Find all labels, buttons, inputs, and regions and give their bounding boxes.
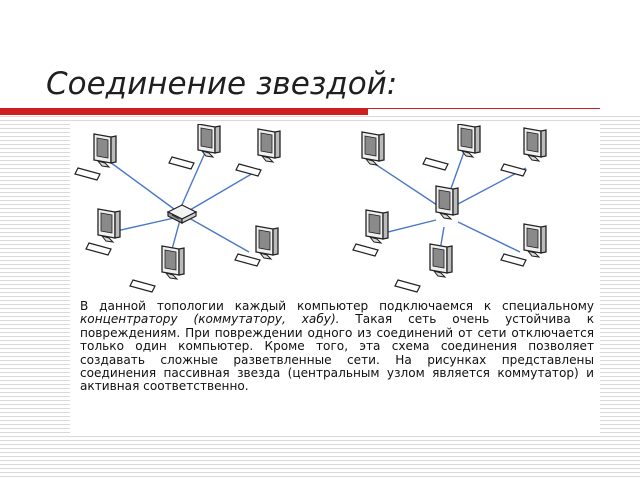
computer-icon (500, 127, 547, 177)
hub-icon (166, 204, 198, 224)
description-text-start: В данной топологии каждый компьютер подк… (80, 299, 594, 313)
link-top-left (371, 161, 438, 206)
computer-icon (352, 209, 389, 257)
link-bottom-left (111, 217, 175, 233)
link-top-left (109, 161, 175, 210)
description-paragraph: В данной топологии каждый компьютер подк… (80, 299, 594, 394)
content-panel: В данной топологии каждый компьютер подк… (70, 124, 600, 434)
computer-icon (422, 124, 481, 171)
computer-icon (435, 185, 459, 220)
computer-icon (361, 131, 385, 166)
computer-icon (85, 208, 121, 256)
passive-star-links (109, 145, 261, 265)
computer-icon (500, 223, 547, 267)
slide-title: Соединение звездой: (46, 66, 398, 102)
computer-icon (234, 225, 279, 267)
title-underline-thin (368, 108, 600, 109)
passive-star-diagram (74, 124, 281, 293)
computer-icon (394, 243, 453, 293)
link-top-center (180, 145, 209, 208)
description-text-end: Такая сеть очень устойчива к повреждения… (80, 312, 594, 394)
computer-icon (235, 128, 281, 177)
link-bottom-right (188, 217, 250, 253)
link-top-center (448, 151, 465, 195)
link-bottom-right (457, 221, 521, 253)
title-underline-accent (0, 108, 368, 115)
computer-icon (168, 124, 221, 170)
link-bottom-left (379, 219, 437, 235)
active-star-diagram (352, 124, 547, 293)
computer-icon (129, 245, 185, 293)
description-hub-term: концентратору (коммутатору, хабу). (80, 312, 340, 327)
computer-icon (74, 133, 117, 181)
link-top-right (189, 168, 261, 211)
